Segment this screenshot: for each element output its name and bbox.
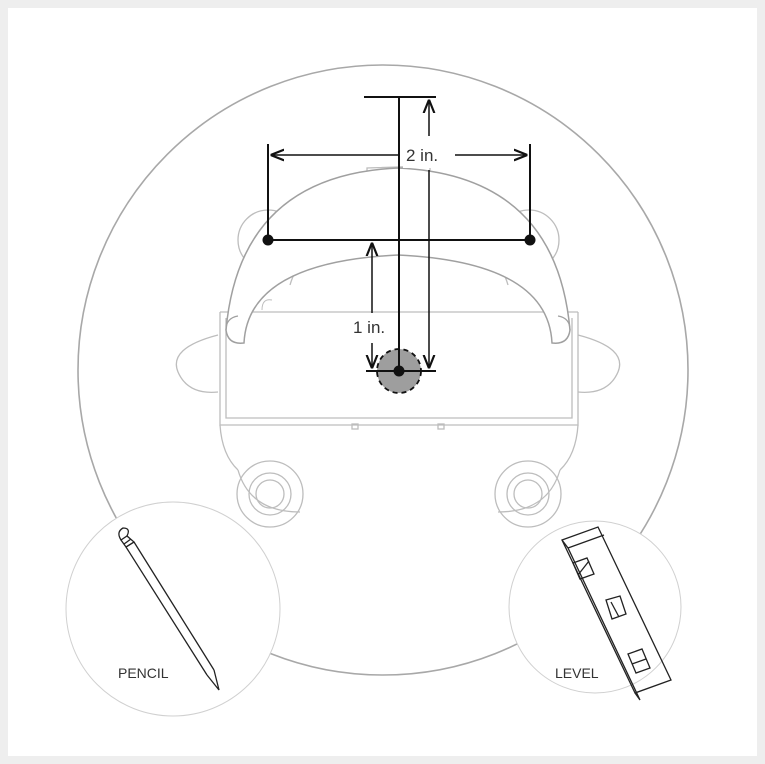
center-point (393, 365, 405, 377)
level-icon (561, 526, 672, 701)
dimension-label-1in: 1 in. (353, 318, 385, 337)
level-label: LEVEL (555, 665, 599, 681)
dimension-label-2in: 2 in. (406, 146, 438, 165)
pencil-label: PENCIL (118, 665, 169, 681)
arch-bracket (225, 167, 571, 344)
screw-point-right (524, 234, 536, 246)
screw-point-left (262, 234, 274, 246)
pencil-icon (118, 527, 220, 691)
pencil-callout (65, 501, 281, 717)
measurement-lines (267, 96, 531, 372)
